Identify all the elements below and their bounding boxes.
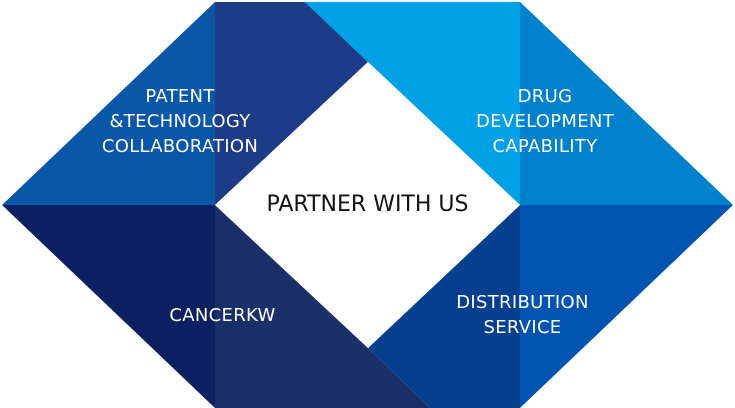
label-line: &TECHNOLOGY [109,111,251,132]
label-line: CANCERKW [169,305,276,326]
label-cancerkw: CANCERKW [120,303,325,328]
label-line: COLLABORATION [101,136,259,157]
segment-bottom-right-outer [520,205,733,408]
label-line: PATENT [145,86,215,107]
segment-top-left-outer [2,2,215,205]
label-line: SERVICE [483,317,562,338]
segment-top-left-inner [215,2,368,205]
label-patent-technology: PATENT &TECHNOLOGY COLLABORATION [70,84,290,159]
label-line: DRUG [517,86,573,107]
label-line: CAPABILITY [492,136,598,157]
label-line: DISTRIBUTION [456,292,589,313]
label-drug-development: DRUG DEVELOPMENT CAPABILITY [440,84,650,159]
segment-bottom-left-outer [2,205,215,408]
center-label: PARTNER WITH US [266,192,469,217]
segment-bottom-right-inner [368,205,520,408]
label-distribution-service: DISTRIBUTION SERVICE [420,290,625,340]
center-diamond [215,62,520,348]
segment-bottom-left-inner [215,205,430,408]
segment-top-right-lower [520,2,733,205]
label-line: DEVELOPMENT [476,111,614,132]
